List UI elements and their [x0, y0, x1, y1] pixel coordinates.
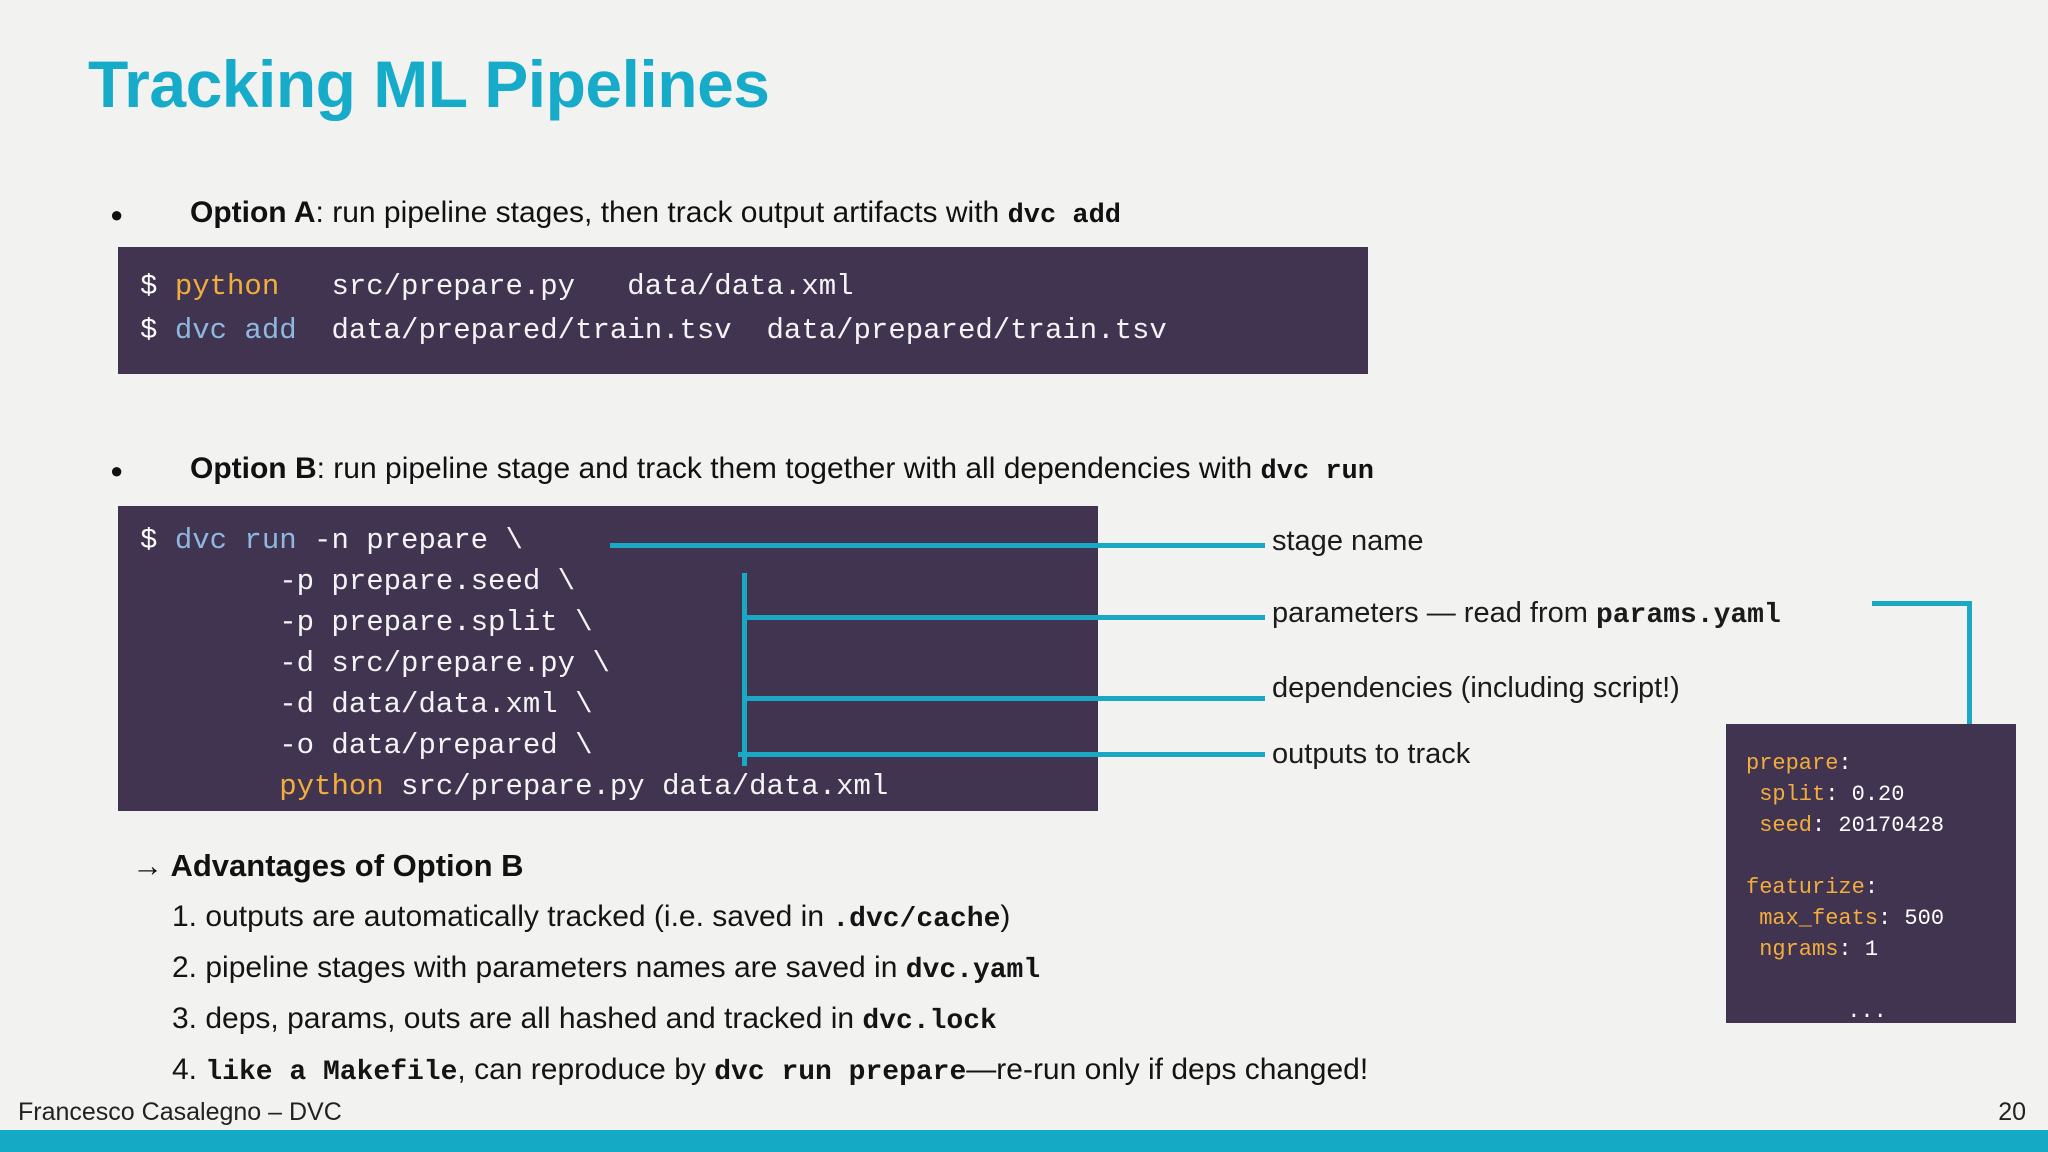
- footer-author: Francesco Casalegno – DVC: [18, 1098, 342, 1126]
- page-number: 20: [1998, 1098, 2026, 1126]
- advantage-2-text: pipeline stages with parameters names ar…: [205, 951, 906, 984]
- bullet-option-a-label: Option A: [190, 196, 316, 229]
- code-b-prompt: $: [140, 524, 175, 557]
- annotation-stage-name: stage name: [1272, 525, 1424, 557]
- yaml-val-split: : 0.20: [1825, 782, 1905, 807]
- advantage-2-number: 2.: [172, 951, 206, 984]
- bullet-option-b-text: Option B: run pipeline stage and track t…: [190, 452, 1374, 487]
- code-b-line-dep-data: -d data/data.xml \: [140, 688, 593, 721]
- bullet-option-a: ● Option A: run pipeline stages, then tr…: [110, 196, 1121, 231]
- yaml-val-max-feats: : 500: [1878, 906, 1945, 931]
- yaml-val-ngrams: : 1: [1838, 937, 1879, 962]
- yaml-key-ngrams: ngrams: [1746, 937, 1839, 962]
- connector-params-line: [742, 615, 1265, 620]
- code-b-line-dep-script: -d src/prepare.py \: [140, 647, 610, 680]
- bullet-option-a-body: : run pipeline stages, then track output…: [315, 196, 1008, 229]
- code-a-args-1: src/prepare.py data/data.xml: [279, 270, 854, 303]
- bullet-option-a-code: dvc add: [1007, 201, 1121, 231]
- connector-paramsfile-vertical: [1967, 601, 1972, 727]
- code-b-line-param-split: -p prepare.split \: [140, 606, 593, 639]
- advantage-3-code: dvc.lock: [862, 1006, 997, 1037]
- bullet-option-b-label: Option B: [190, 452, 317, 485]
- code-b-line-output: -o data/prepared \: [140, 729, 593, 762]
- advantage-1-code: .dvc/cache: [832, 904, 1001, 935]
- yaml-key-prepare: prepare: [1746, 751, 1839, 776]
- advantage-1-tail: ): [1000, 900, 1011, 933]
- code-b-last-args: src/prepare.py data/data.xml: [383, 770, 889, 803]
- yaml-val-seed: : 20170428: [1812, 813, 1945, 838]
- annotation-params-file: params.yaml: [1595, 600, 1781, 631]
- advantage-3-number: 3.: [172, 1002, 206, 1035]
- page-title: Tracking ML Pipelines: [88, 47, 770, 121]
- yaml-sep-featurize: :: [1864, 875, 1879, 900]
- bullet-dot-icon: ●: [110, 458, 124, 483]
- code-b-command-python: python: [279, 770, 384, 803]
- advantage-item-1: 1. outputs are automatically tracked (i.…: [172, 900, 1010, 935]
- annotation-dependencies: dependencies (including script!): [1272, 672, 1680, 704]
- advantages-heading: → Advantages of Option B: [132, 848, 524, 883]
- yaml-key-split: split: [1746, 782, 1826, 807]
- code-a-command-python: python: [174, 270, 280, 303]
- connector-outputs-line: [738, 752, 1265, 757]
- advantage-4-code-makefile: like a Makefile: [205, 1057, 458, 1088]
- advantage-1-text: outputs are automatically tracked (i.e. …: [205, 900, 833, 933]
- advantage-item-2: 2. pipeline stages with parameters names…: [172, 951, 1040, 986]
- yaml-key-max-feats: max_feats: [1746, 906, 1879, 931]
- yaml-sep-prepare: :: [1838, 751, 1852, 776]
- bullet-option-b-body: : run pipeline stage and track them toge…: [316, 452, 1261, 485]
- code-b-line-param-seed: -p prepare.seed \: [140, 565, 576, 598]
- annotation-parameters-text: parameters — read from: [1272, 597, 1596, 629]
- advantage-4-code-dvcrun: dvc run prepare: [714, 1057, 967, 1088]
- code-a-args-2: data/prepared/train.tsv data/prepared/tr…: [296, 314, 1167, 347]
- advantage-item-4: 4. like a Makefile, can reproduce by dvc…: [172, 1053, 1368, 1088]
- advantage-item-3: 3. deps, params, outs are all hashed and…: [172, 1002, 997, 1037]
- advantage-2-code: dvc.yaml: [905, 955, 1041, 986]
- advantage-1-number: 1.: [172, 900, 206, 933]
- params-yaml-box: prepare: split: 0.20 seed: 20170428 feat…: [1726, 724, 2016, 1024]
- yaml-key-featurize: featurize: [1746, 875, 1865, 900]
- code-a-prompt-2: $: [140, 314, 175, 347]
- connector-paramsfile-horizontal: [1872, 601, 1972, 606]
- bullet-option-b-code: dvc run: [1260, 457, 1374, 487]
- code-b-stage-arg: -n prepare \: [296, 524, 523, 557]
- code-a-command-dvc-add: dvc add: [174, 314, 297, 347]
- advantage-3-text: deps, params, outs are all hashed and tr…: [205, 1002, 863, 1035]
- connector-params-bracket: [742, 573, 747, 685]
- connector-deps-bracket: [742, 654, 747, 766]
- annotation-parameters: parameters — read from params.yaml: [1272, 597, 1781, 631]
- advantage-4-text: , can reproduce by: [457, 1053, 715, 1086]
- code-b-command-dvc-run: dvc run: [174, 524, 297, 557]
- advantage-4-tail: —re-run only if deps changed!: [966, 1053, 1369, 1086]
- bullet-option-b: ● Option B: run pipeline stage and track…: [110, 452, 1374, 487]
- code-block-option-b: $ dvc run -n prepare \ -p prepare.seed \…: [118, 506, 1098, 811]
- connector-deps-line: [742, 696, 1265, 701]
- bullet-dot-icon: ●: [110, 202, 124, 227]
- bullet-option-a-text: Option A: run pipeline stages, then trac…: [190, 196, 1121, 231]
- annotation-outputs: outputs to track: [1272, 738, 1471, 770]
- connector-stage-name: [610, 543, 1265, 548]
- code-block-option-a: $ python src/prepare.py data/data.xml $ …: [118, 247, 1368, 374]
- code-a-prompt-1: $: [140, 270, 175, 303]
- yaml-key-seed: seed: [1746, 813, 1813, 838]
- bottom-accent-bar: [0, 1130, 2048, 1152]
- advantage-4-number: 4.: [172, 1053, 206, 1086]
- code-b-last-indent: [140, 770, 279, 803]
- yaml-ellipsis: ...: [1847, 999, 1887, 1024]
